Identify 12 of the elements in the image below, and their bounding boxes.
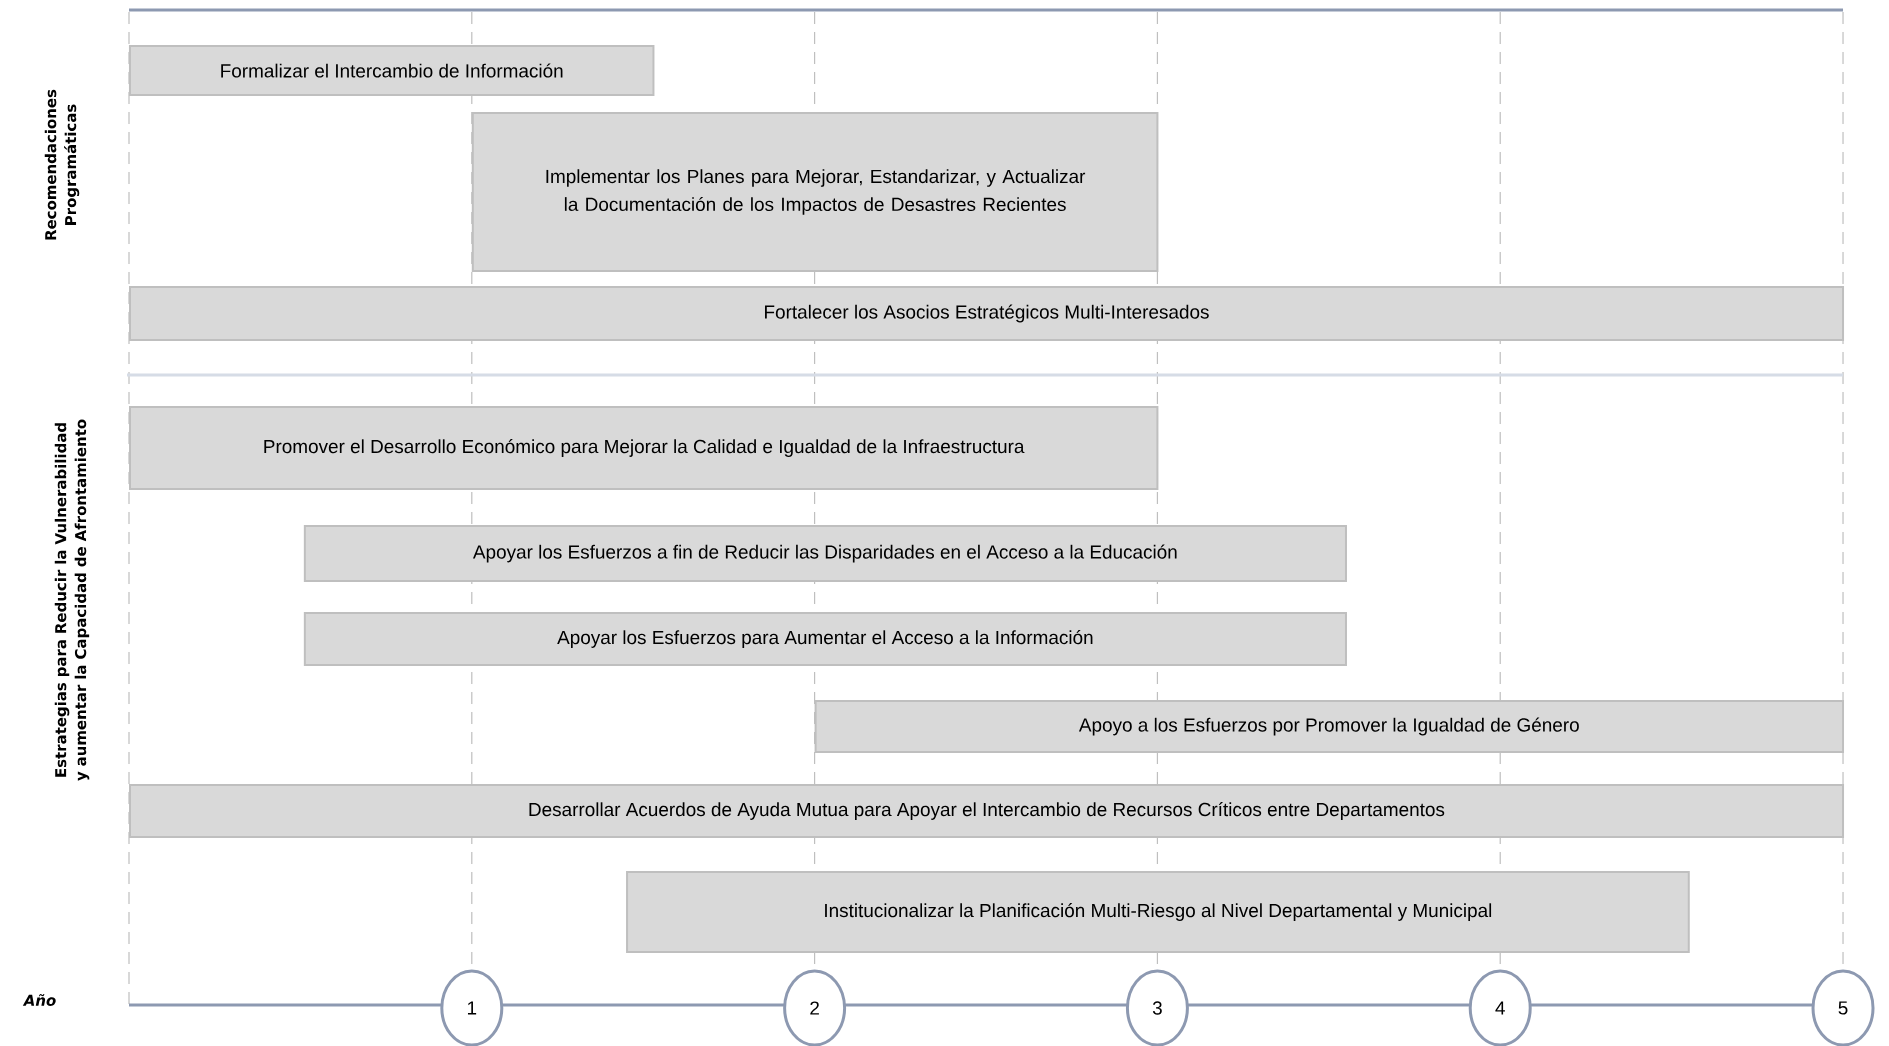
timeline-bar: Apoyar los Esfuerzos para Aumentar el Acceso a la Información [303,612,1347,666]
timeline-bar: Apoyo a los Esfuerzos por Promover la Igualdad de Género [814,700,1845,753]
timeline-bar: Implementar los Planes para Mejorar, Estandarizar, y Actualizar la Documentación de los Impactos de Desastres Recientes [471,112,1159,272]
timeline-bar: Institucionalizar la Planificación Multi-Riesgo al Nivel Departamental y Municipal [626,871,1690,953]
timeline-bar: Formalizar el Intercambio de Información [128,45,655,96]
axis-label: Año [22,994,56,1006]
timeline-bar: Desarrollar Acuerdos de Ayuda Mutua para Apoyar el Intercambio de Recursos Críticos entre Departamentos [129,784,1845,838]
timeline-bar: Promover el Desarrollo Económico para Mejorar la Calidad e Igualdad de la Infraestructura [129,406,1159,490]
row-label: Estrategias para Reducir la Vulnerabilidad y aumentar la Capacidad de Afrontamiento [54,419,90,781]
timeline-bar: Fortalecer los Asocios Estratégicos Multi-Interesados [129,286,1845,341]
row-label: Recomendaciones Programáticas [44,89,80,240]
timeline-bar: Apoyar los Esfuerzos a fin de Reducir las Disparidades en el Acceso a la Educación [303,525,1347,582]
